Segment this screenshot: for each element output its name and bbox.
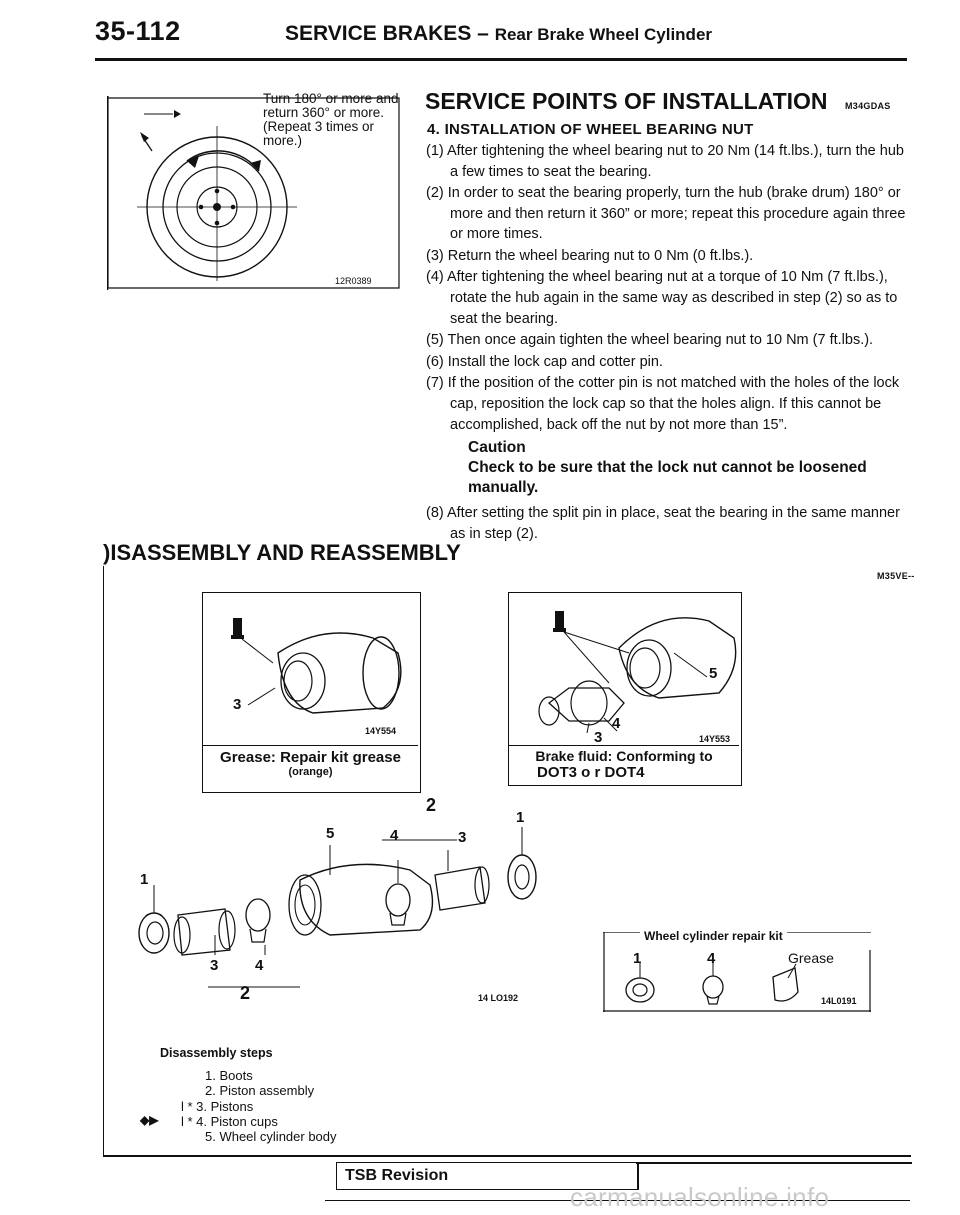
disassembly-step-3: l * 3. Pistons [181, 1098, 254, 1114]
install-step-7: (7) If the position of the cotter pin is… [426, 375, 900, 433]
disassembly-step-5: 5. Wheel cylinder body [205, 1129, 337, 1145]
callout-4-top: 4 [390, 827, 399, 844]
figure1-label-line1: Turn 180° or more and [263, 91, 399, 106]
repair-kit-drawing [603, 931, 871, 1012]
install-step-6: (6) Install the lock cap and cotter pin. [426, 353, 663, 370]
tsb-revision-label: TSB Revision [345, 1167, 449, 1184]
section-title: SERVICE BRAKES [285, 22, 472, 45]
page-header-title: SERVICE BRAKES – Rear Brake Wheel Cylind… [285, 22, 712, 46]
figure1-label-line4: more.) [263, 133, 303, 148]
installation-steps: (1) After tightening the wheel bearing n… [426, 141, 908, 545]
main-figure-code: 14 LO192 [478, 993, 519, 1003]
header-dash: – [477, 22, 489, 45]
repair-kit-title: Wheel cylinder repair kit [640, 929, 787, 943]
disassembly-step-2: 2. Piston assembly [205, 1083, 315, 1099]
reassembly-arrow-icon: ◆▶ [140, 1113, 159, 1127]
brake-fluid-caption-line1: Brake fluid: Conforming to [535, 748, 713, 764]
footer-rule [325, 1200, 910, 1201]
brake-fluid-caption: Brake fluid: Conforming to DOT3 o r DOT4 [509, 745, 739, 784]
box2-code: 14Y553 [699, 734, 731, 744]
kit-callout-4: 4 [707, 950, 716, 967]
callout-3-bottom: 3 [210, 957, 219, 974]
box2-callout-4: 4 [612, 715, 621, 732]
grease-caption-line2: (orange) [288, 766, 333, 778]
grease-caption-line1: Grease: Repair kit grease [220, 749, 401, 766]
install-step-1: (1) After tightening the wheel bearing n… [426, 143, 904, 180]
kit-code: 14L0191 [821, 996, 857, 1006]
callout-3-top: 3 [458, 829, 467, 846]
hub-rotation-drawing [105, 96, 400, 290]
caution-label: Caution [468, 439, 526, 457]
figure1-label-line3: (Repeat 3 times or [263, 119, 375, 134]
box1-code: 14Y554 [365, 726, 397, 736]
disassembly-steps-list: 1. Boots 2. Piston assembly l * 3. Pisto… [181, 1068, 337, 1145]
brake-fluid-figure-box: 5 4 3 14Y553 [508, 592, 742, 786]
callout-4-bottom: 4 [255, 957, 264, 974]
tsb-rule-right [636, 1162, 912, 1164]
header-rule [95, 58, 907, 61]
callout-1-right: 1 [516, 809, 525, 826]
hub-rotation-figure: Turn 180° or more and return 360° or mor… [105, 92, 401, 292]
grease-caption: Grease: Repair kit grease (orange) [203, 745, 418, 791]
disassembly-step-4: l * 4. Piston cups [181, 1113, 278, 1129]
install-step-5: (5) Then once again tighten the wheel be… [426, 332, 874, 349]
section-heading: 4. INSTALLATION OF WHEEL BEARING NUT [427, 121, 754, 138]
kit-callout-1: 1 [633, 950, 642, 967]
install-step-4: (4) After tightening the wheel bearing n… [426, 269, 898, 327]
left-margin-rule [103, 566, 104, 1156]
wheel-cylinder-exploded-figure: 2 5 4 3 1 1 3 4 2 14 LO192 [130, 795, 580, 1005]
brake-fluid-caption-line2: DOT3 o r DOT4 [537, 764, 645, 781]
disassembly-steps-title: Disassembly steps [160, 1046, 273, 1060]
callout-2-bottom: 2 [240, 983, 251, 1003]
grease-figure-box: 3 14Y554 [202, 592, 421, 793]
figure1-label-line2: return 360° or more. [263, 105, 384, 120]
callout-1-left: 1 [140, 871, 149, 888]
box2-callout-5: 5 [709, 665, 718, 682]
bottom-rule [103, 1155, 911, 1157]
box2-callout-3: 3 [594, 729, 603, 746]
install-step-3: (3) Return the wheel bearing nut to 0 Nm… [426, 247, 754, 264]
figure1-code: 12R0389 [335, 276, 372, 286]
tsb-revision-box: TSB Revision [336, 1162, 639, 1190]
service-points-code: M34GDAS [845, 101, 891, 111]
piston-fluid-drawing [538, 611, 737, 734]
subsection-title: Rear Brake Wheel Cylinder [494, 25, 713, 44]
caution-text: Check to be sure that the lock nut canno… [468, 459, 867, 496]
exploded-view-drawing [138, 827, 537, 988]
disassembly-step-1: 1. Boots [205, 1068, 253, 1083]
piston-grease-drawing [231, 618, 402, 714]
callout-5: 5 [326, 825, 335, 842]
callout-2-top: 2 [426, 795, 437, 815]
watermark-text: carmanualsonline.info [570, 1182, 830, 1212]
page-number: 35-112 [95, 16, 181, 46]
install-step-2: (2) In order to seat the bearing properl… [426, 185, 906, 243]
install-step-8: (8) After setting the split pin in place… [426, 505, 900, 542]
disassembly-title: )ISASSEMBLY AND REASSEMBLY [103, 540, 461, 565]
kit-grease-label: Grease [788, 950, 834, 966]
box1-callout: 3 [233, 696, 242, 713]
repair-kit-box: 1 4 Grease 14L0191 [603, 931, 871, 1012]
disassembly-code: M35VE-- [877, 571, 915, 581]
service-points-title: SERVICE POINTS OF INSTALLATION [425, 88, 828, 114]
